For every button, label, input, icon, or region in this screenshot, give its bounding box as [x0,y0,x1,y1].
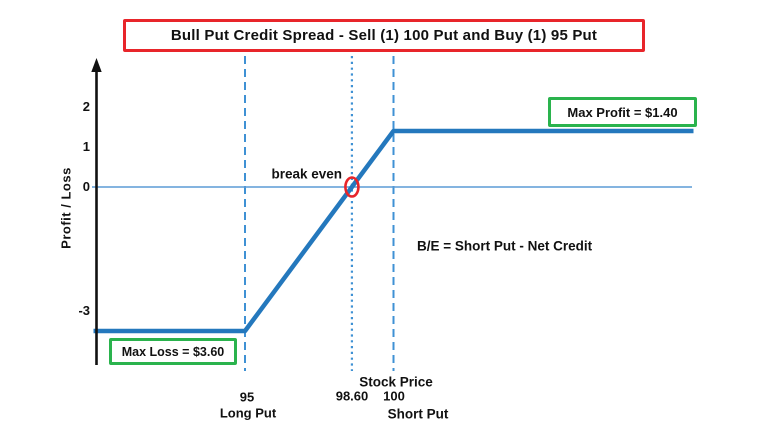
y-tick-2: 2 [82,99,90,114]
max-loss-text: Max Loss = $3.60 [121,344,225,359]
y-tick-0: 0 [82,179,90,194]
max-profit-box: Max Profit = $1.40 [548,97,697,127]
reference-lines [92,56,692,371]
x-tick-98-60: 98.60 [335,388,369,404]
max-loss-box: Max Loss = $3.60 [109,338,237,365]
y-tick-1: 1 [82,139,90,154]
chart-title: Bull Put Credit Spread - Sell (1) 100 Pu… [170,27,598,44]
x-tick-100: 100 [383,388,405,404]
y-axis-arrow-icon [91,58,102,72]
short-put-label: Short Put [387,406,449,422]
break-even-marker-group [344,176,360,198]
break-even-label: break even [271,166,342,182]
x-tick-95: 95 [239,389,255,405]
y-axis-title: Profit / Loss [58,167,74,249]
x-axis-title: Stock Price [359,374,433,390]
long-put-label: Long Put [219,405,277,421]
payoff-series [93,128,694,334]
payoff-line [93,128,694,334]
break-even-formula: B/E = Short Put - Net Credit [417,238,593,254]
chart-title-box: Bull Put Credit Spread - Sell (1) 100 Pu… [123,19,645,52]
max-profit-text: Max Profit = $1.40 [567,104,678,120]
y-tick-neg3: -3 [78,303,90,318]
break-even-circle-icon [344,176,360,198]
